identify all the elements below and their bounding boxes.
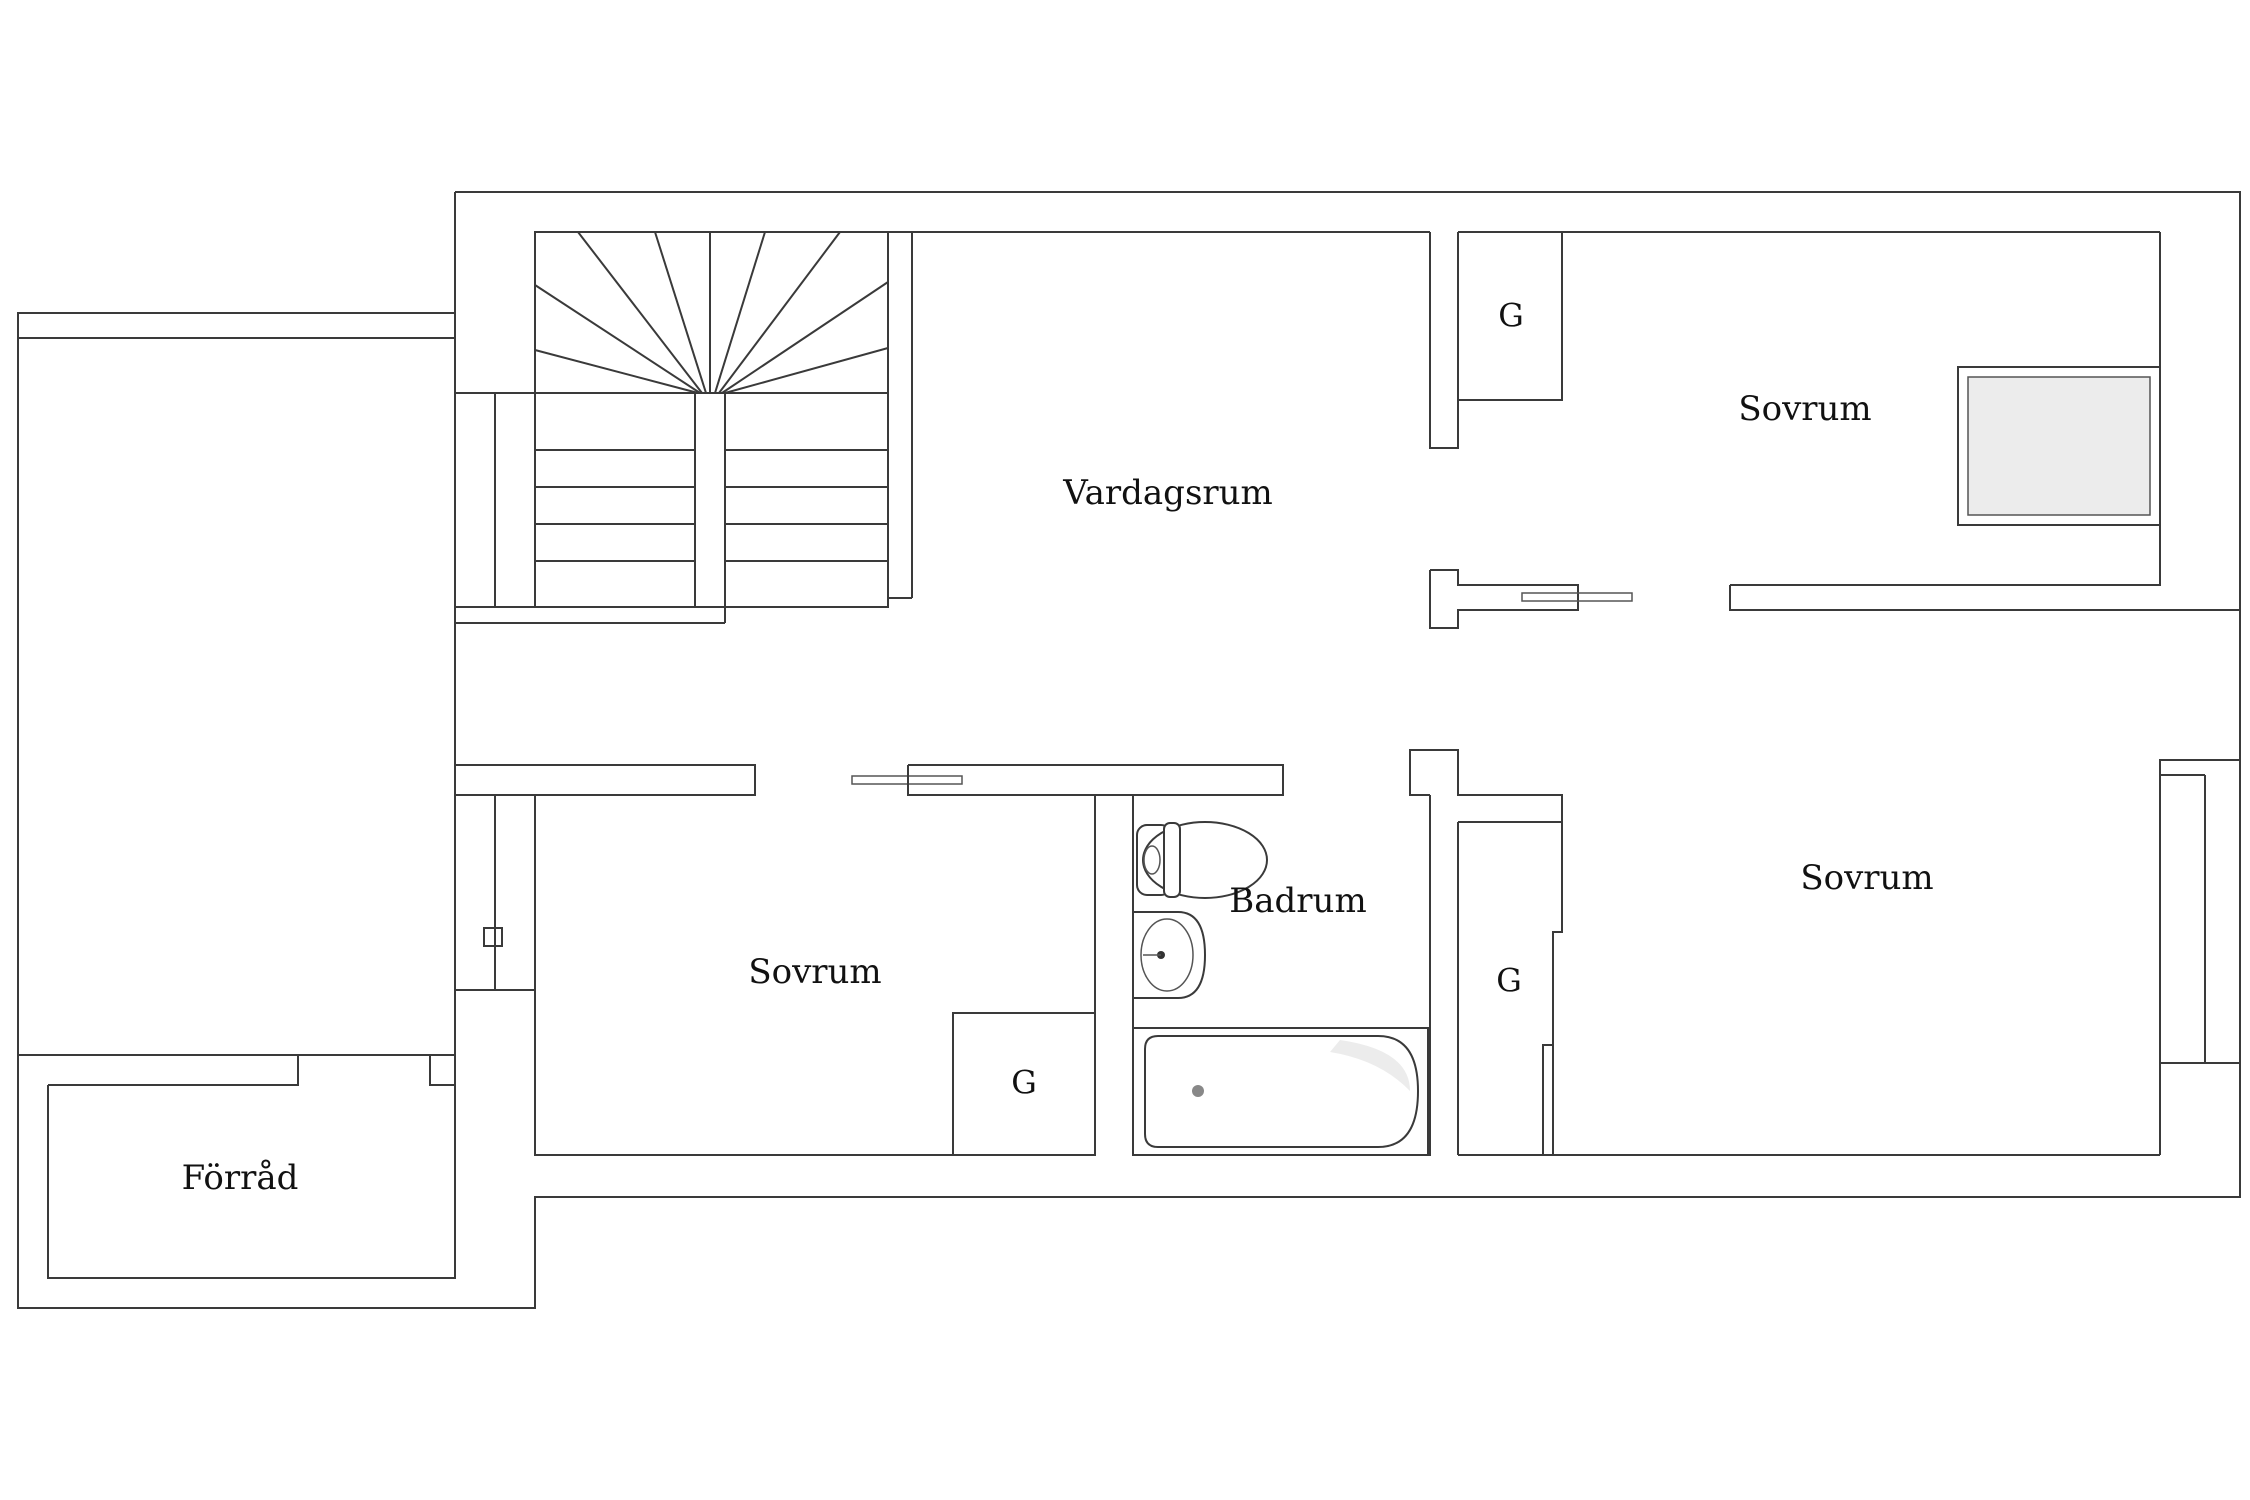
staircase — [534, 231, 913, 608]
label-bedroom-top-right: Sovrum — [1738, 389, 1871, 429]
corridor-walls — [455, 749, 2240, 1064]
toilet — [1136, 821, 1268, 899]
label-living-room: Vardagsrum — [1062, 473, 1273, 513]
closet-right — [1457, 821, 2161, 1156]
left-column — [455, 795, 535, 991]
sink — [1132, 911, 1207, 999]
closet-bottom-left — [952, 1012, 1095, 1155]
label-closet-top: G — [1498, 297, 1524, 335]
bathtub — [1132, 1027, 1429, 1156]
label-closet-right: G — [1496, 962, 1522, 1000]
skylight-top-right — [1957, 366, 2161, 526]
label-closet-bottom-left: G — [1011, 1064, 1037, 1102]
storage-room — [47, 1055, 456, 1279]
stair-wall-column — [455, 392, 726, 624]
left-loft-area — [17, 313, 456, 1085]
closet-top — [1458, 231, 2160, 401]
label-bathroom: Badrum — [1229, 881, 1366, 921]
bedroom-bottom-left-walls — [534, 795, 1096, 1156]
label-bedroom-bottom-right: Sovrum — [1800, 858, 1933, 898]
living-room-walls — [912, 231, 2240, 629]
label-bedroom-bottom-left: Sovrum — [748, 952, 881, 992]
exterior-wall-outer — [17, 191, 2241, 1309]
label-storage: Förråd — [182, 1158, 299, 1198]
